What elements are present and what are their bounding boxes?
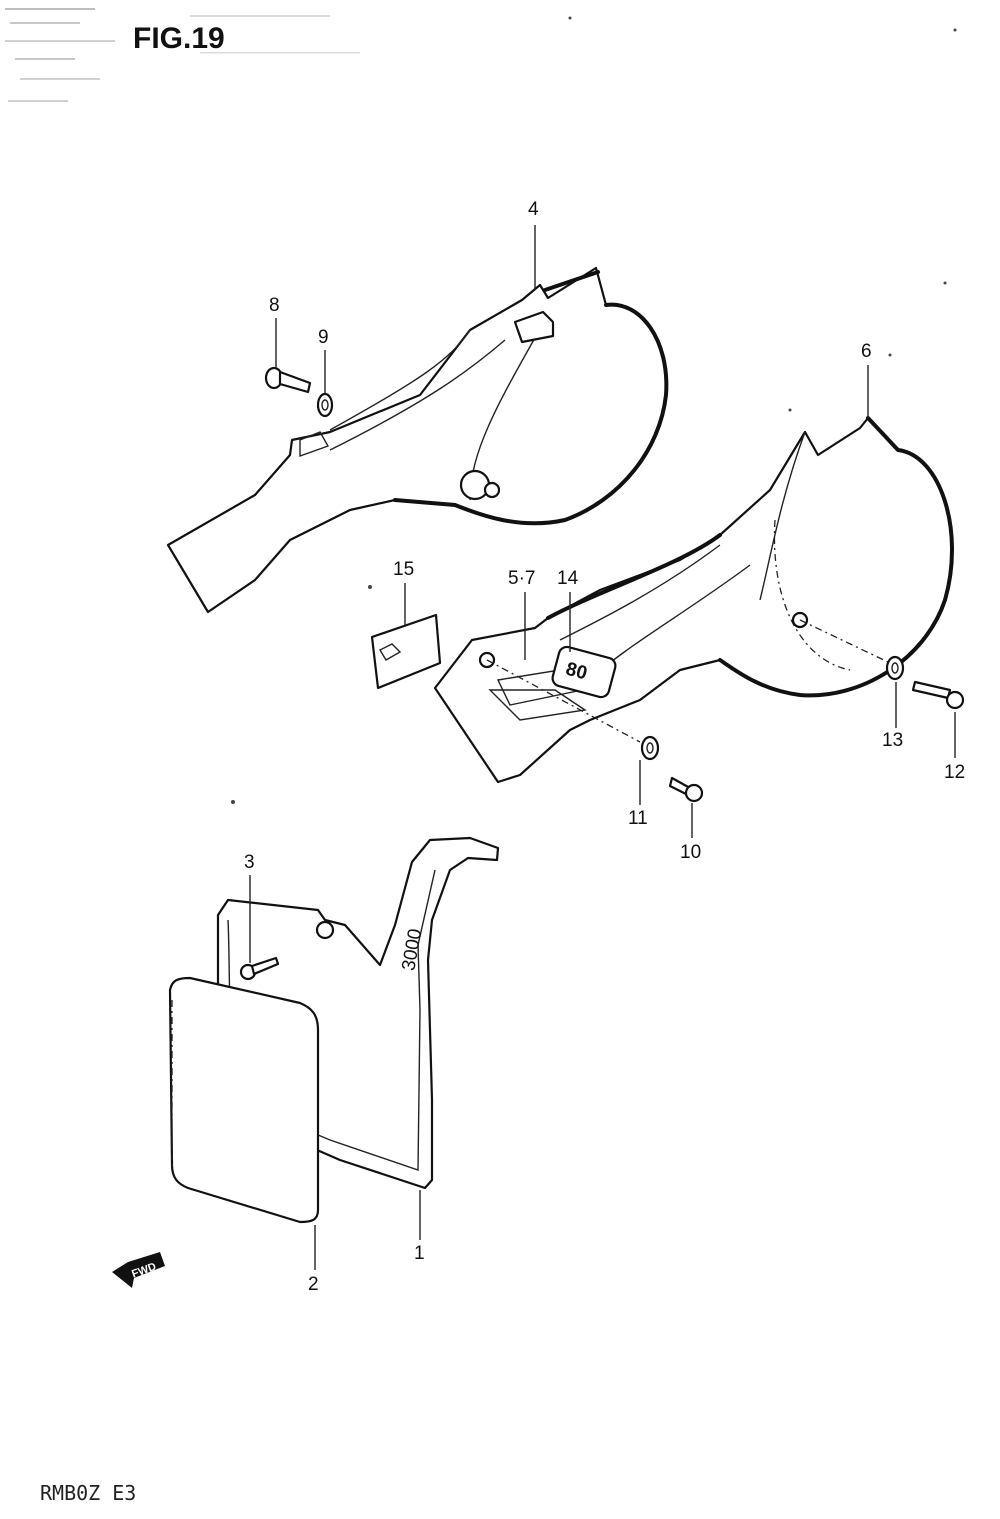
callout-2: 2 bbox=[308, 1274, 319, 1295]
washer-13 bbox=[885, 655, 905, 681]
screw-3 bbox=[239, 956, 280, 981]
decal-15 bbox=[370, 613, 442, 690]
callout-10: 10 bbox=[680, 842, 701, 863]
washer-11 bbox=[640, 735, 660, 761]
callout-15: 15 bbox=[393, 559, 414, 580]
callouts: 4 8 9 6 15 5·7 14 13 12 11 10 3 1 2 bbox=[244, 199, 965, 1295]
assembly-line-10-11 bbox=[486, 659, 641, 743]
forward-arrow-icon: FWD bbox=[112, 1252, 165, 1288]
callout-11: 11 bbox=[628, 808, 648, 829]
side-cover-left bbox=[166, 266, 669, 614]
bolt-10 bbox=[668, 776, 704, 803]
callout-6: 6 bbox=[861, 341, 872, 362]
callout-8: 8 bbox=[269, 295, 280, 316]
callout-1: 1 bbox=[414, 1243, 425, 1264]
callout-4: 4 bbox=[528, 199, 539, 220]
bolt-12 bbox=[911, 680, 965, 710]
bolt-8 bbox=[264, 366, 312, 394]
scan-noise bbox=[5, 8, 957, 804]
callout-9: 9 bbox=[318, 327, 329, 348]
callout-14: 14 bbox=[557, 568, 579, 589]
leader-lines bbox=[249, 225, 956, 1270]
plate-decal bbox=[168, 976, 320, 1224]
callout-5-7: 5·7 bbox=[508, 568, 535, 589]
callout-13: 13 bbox=[882, 730, 903, 751]
washer-9 bbox=[316, 392, 334, 418]
footer-code: RMB0Z E3 bbox=[40, 1481, 136, 1505]
callout-3: 3 bbox=[244, 852, 255, 873]
emblem-80: 80 bbox=[551, 645, 617, 699]
callout-12: 12 bbox=[944, 762, 965, 783]
figure-title: FIG.19 bbox=[133, 22, 225, 55]
